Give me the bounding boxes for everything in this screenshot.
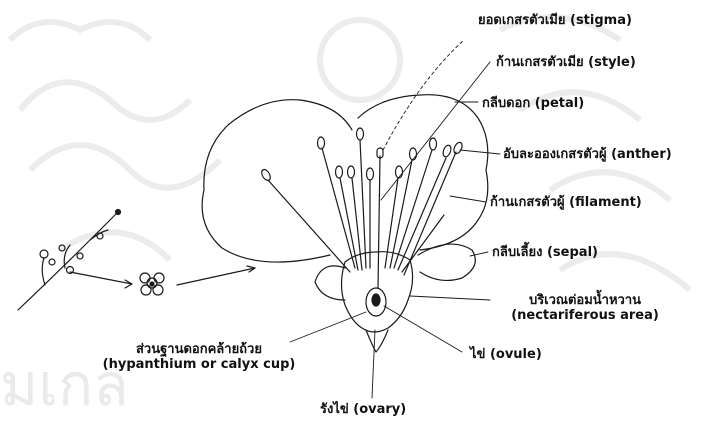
label-anther: อับละอองเกสรตัวผู้ (anther): [503, 147, 672, 162]
stamens: [260, 128, 464, 275]
label-hypanthium-thai: ส่วนฐานดอกคล้ายถ้วย: [84, 342, 314, 357]
flowering-branch: [18, 210, 121, 311]
label-nectary-english: (nectariferous area): [470, 308, 700, 323]
label-ovary: รังไข่ (ovary): [320, 402, 406, 417]
petal-right: [358, 95, 488, 250]
hypanthium-cup: [342, 252, 413, 332]
small-flower: [140, 273, 164, 295]
label-hypanthium-english: (hypanthium or calyx cup): [84, 357, 314, 372]
label-hypanthium: ส่วนฐานดอกคล้ายถ้วย (hypanthium or calyx…: [84, 342, 314, 372]
label-stigma: ยอดเกสรตัวเมีย (stigma): [478, 13, 632, 28]
label-nectary-thai: บริเวณต่อมน้ำหวาน: [470, 293, 700, 308]
label-sepal: กลีบเลี้ยง (sepal): [492, 245, 598, 260]
ovule-shape: [372, 294, 380, 306]
label-nectary: บริเวณต่อมน้ำหวาน (nectariferous area): [470, 293, 700, 323]
label-petal: กลีบดอก (petal): [482, 96, 584, 111]
label-ovule: ไข่ (ovule): [470, 347, 542, 362]
sepal-left: [315, 266, 345, 300]
label-filament: ก้านเกสรตัวผู้ (filament): [490, 195, 642, 210]
petal-left: [202, 100, 352, 262]
label-style: ก้านเกสรตัวเมีย (style): [496, 55, 636, 70]
